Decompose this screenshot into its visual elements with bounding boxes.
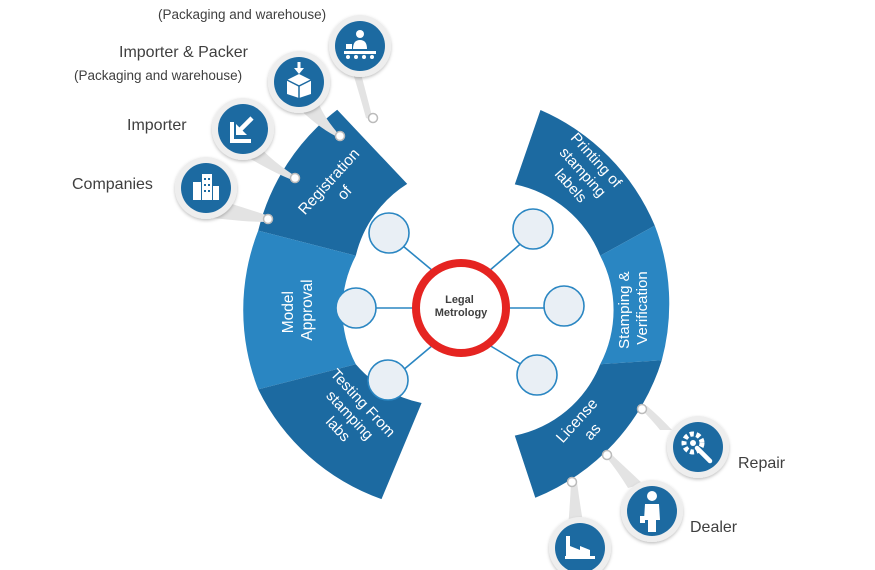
node-license — [516, 354, 558, 396]
businessman-icon — [640, 491, 660, 532]
dealer-label: Dealer — [690, 519, 738, 536]
registration-pins — [175, 15, 391, 219]
gear-wrench-icon — [681, 431, 713, 464]
segment-license[interactable] — [514, 360, 662, 498]
importer-label: Importer — [127, 117, 187, 134]
importer-packer-sublabel: (Packaging and warehouse) — [74, 68, 243, 83]
stamping-label: Stamping & Verification — [616, 267, 651, 349]
segment-printing[interactable] — [514, 110, 655, 256]
node-registration — [368, 212, 410, 254]
factory-icon — [565, 536, 595, 559]
connector-nodes — [335, 208, 585, 401]
repair-label: Repair — [738, 455, 786, 472]
node-model-approval — [335, 287, 377, 329]
importer-packer-label: Importer & Packer — [119, 44, 248, 61]
center-ring — [412, 259, 510, 357]
top-sublabel: (Packaging and warehouse) — [158, 7, 327, 22]
package-box-icon — [286, 62, 312, 98]
segment-registration[interactable] — [258, 109, 408, 256]
center-title: Legal Metrology — [435, 294, 488, 319]
companies-label: Companies — [72, 176, 153, 193]
pin-dots — [262, 112, 648, 488]
license-pins — [549, 416, 729, 570]
conveyor-worker-icon — [344, 30, 376, 59]
buildings-icon — [193, 174, 219, 200]
segment-model-approval[interactable] — [243, 230, 356, 390]
connectors — [375, 239, 544, 372]
node-stamping — [543, 285, 585, 327]
model-approval-label: Model Approval — [280, 279, 316, 340]
import-arrow-icon — [230, 116, 254, 143]
node-printing — [512, 208, 554, 250]
node-testing — [367, 359, 409, 401]
segment-stamping-verification[interactable] — [600, 225, 670, 365]
